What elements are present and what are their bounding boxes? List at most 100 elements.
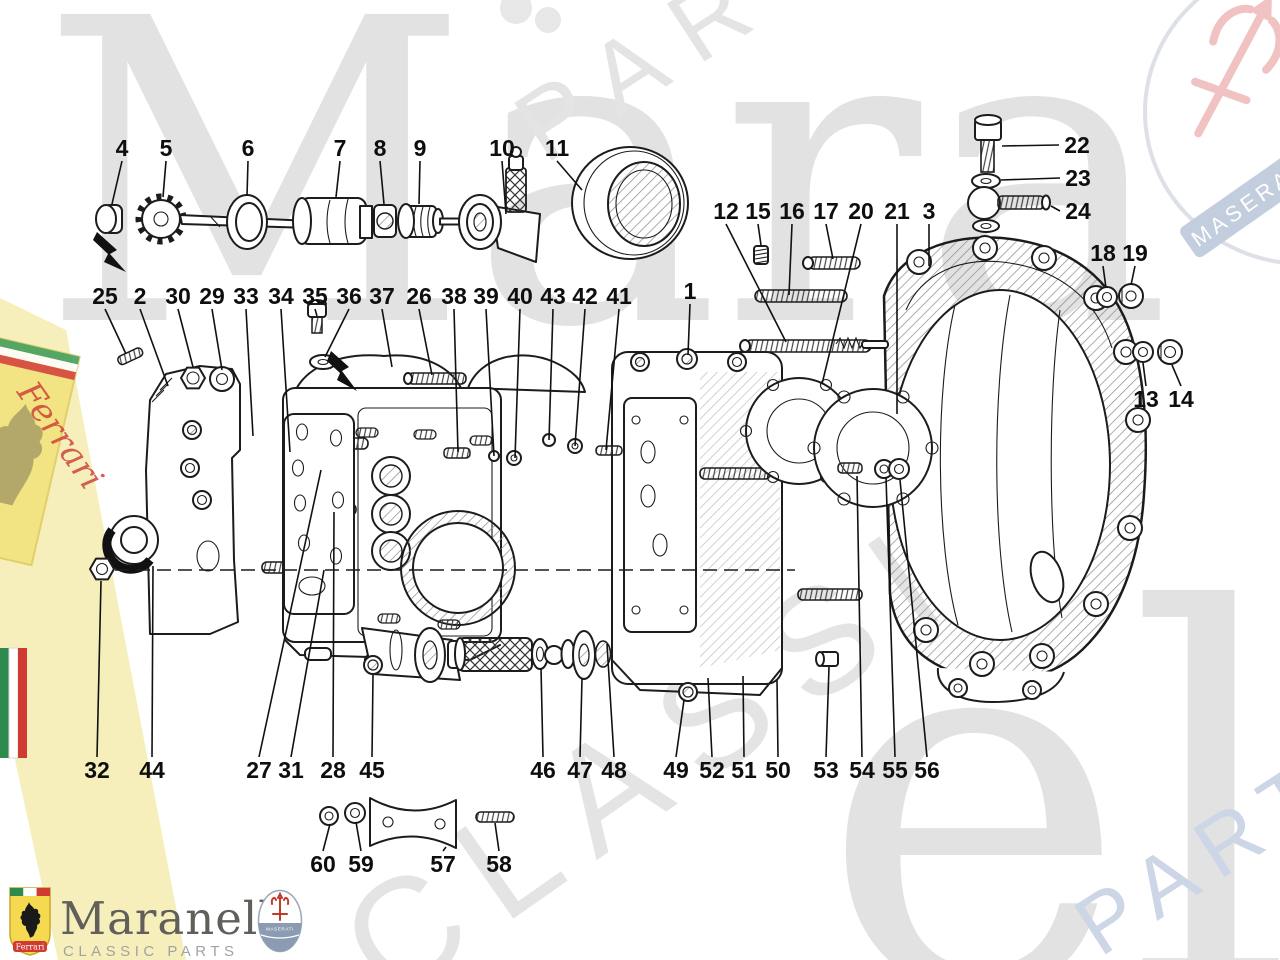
callout-label-5: 5 [160, 135, 173, 161]
callout-label-34: 34 [268, 283, 294, 309]
leader-line-18 [1102, 265, 1107, 289]
callout-label-6: 6 [242, 135, 255, 161]
speedo-drive-assembly [95, 146, 689, 263]
leader-line-45 [371, 674, 374, 758]
leader-line-60 [322, 823, 331, 852]
gasket-plate [283, 413, 355, 615]
callout-label-24: 24 [1065, 198, 1091, 224]
callout-label-40: 40 [507, 283, 533, 309]
leader-line-38 [453, 308, 459, 453]
leader-line-2 [139, 308, 169, 387]
leader-line-8 [379, 160, 385, 205]
leader-line-42 [574, 308, 586, 447]
callout-label-20: 20 [848, 198, 874, 224]
layshaft-assembly [361, 627, 612, 683]
washer-18 [1096, 286, 1118, 308]
callout-label-4: 4 [116, 135, 129, 161]
leader-line-32 [96, 580, 102, 758]
stud-58 [475, 811, 515, 823]
leader-line-13 [1142, 362, 1147, 387]
stud-25 [117, 347, 144, 366]
leader-line-49 [675, 699, 685, 758]
leader-line-20 [821, 223, 862, 385]
nut-19 [1118, 283, 1144, 309]
leader-line-48 [606, 643, 615, 758]
leader-line-1 [687, 303, 691, 356]
leader-line-47 [579, 678, 583, 758]
sleeve-ring-11 [571, 146, 689, 260]
callout-label-45: 45 [359, 757, 385, 783]
callout-label-8: 8 [374, 135, 387, 161]
leader-line-58 [494, 822, 500, 852]
knurled-sleeve-46 [457, 637, 533, 672]
callout-label-11: 11 [545, 135, 570, 161]
callout-label-43: 43 [540, 283, 566, 309]
callout-label-15: 15 [745, 198, 771, 224]
banjo-union-24 [967, 186, 1001, 220]
direction-arrow [93, 232, 126, 272]
leader-line-29 [211, 308, 223, 371]
watermark-letter-fragment [535, 7, 561, 33]
callout-label-2: 2 [134, 283, 147, 309]
callout-label-53: 53 [813, 757, 839, 783]
callout-label-35: 35 [302, 283, 328, 309]
leader-line-10 [501, 160, 507, 215]
callout-label-23: 23 [1065, 165, 1091, 191]
callout-label-55: 55 [882, 757, 908, 783]
leader-line-26 [418, 308, 433, 376]
callout-label-52: 52 [699, 757, 725, 783]
callout-label-26: 26 [406, 283, 432, 309]
callout-label-21: 21 [884, 198, 910, 224]
svg-text:MASERATI: MASERATI [1187, 149, 1280, 251]
right-washers-nuts [1096, 283, 1183, 365]
callout-label-9: 9 [414, 135, 427, 161]
callout-label-17: 17 [813, 198, 839, 224]
leader-line-16 [788, 223, 793, 296]
leader-line-46 [540, 667, 544, 758]
intermediate-casing [611, 348, 863, 696]
callout-label-58: 58 [486, 851, 512, 877]
leader-line-19 [1130, 265, 1136, 286]
footer: Ferrari Maranello CLASSIC PARTS MASERATI [9, 887, 303, 960]
leader-line-23 [1000, 177, 1061, 181]
callout-label-37: 37 [369, 283, 395, 309]
callout-label-48: 48 [601, 757, 627, 783]
leader-line-31 [290, 569, 325, 758]
direction-arrow [327, 351, 357, 391]
leader-line-51 [742, 675, 745, 758]
callout-label-27: 27 [246, 757, 272, 783]
callout-label-56: 56 [914, 757, 940, 783]
leader-line-14 [1171, 364, 1182, 387]
cap-4 [95, 204, 117, 234]
callout-label-41: 41 [606, 283, 632, 309]
leader-line-4 [111, 160, 123, 205]
callout-label-39: 39 [473, 283, 499, 309]
leader-line-52 [707, 677, 713, 758]
leader-line-28 [332, 511, 335, 758]
leader-line-22 [1001, 144, 1060, 147]
callout-label-47: 47 [567, 757, 593, 783]
banjo-bolt-set [967, 114, 1051, 233]
callout-label-31: 31 [278, 757, 304, 783]
callout-label-46: 46 [530, 757, 556, 783]
washer-60 [319, 806, 339, 826]
callout-label-38: 38 [441, 283, 467, 309]
leader-line-11 [556, 160, 583, 191]
bolt-ears [906, 235, 1151, 700]
ferrari-shield-watermark [0, 334, 81, 567]
callout-label-33: 33 [233, 283, 259, 309]
callout-label-30: 30 [165, 283, 191, 309]
watermark-letter-fragment [500, 0, 532, 24]
leader-line-50 [776, 679, 779, 758]
trident-icon [270, 891, 290, 921]
leader-line-43 [548, 308, 554, 441]
washer-59 [344, 802, 366, 824]
callout-label-22: 22 [1064, 132, 1090, 158]
hex-nut-30 [180, 366, 206, 390]
leader-line-39 [485, 308, 495, 457]
callout-label-32: 32 [84, 757, 110, 783]
callout-label-12: 12 [713, 198, 739, 224]
leader-line-37 [381, 308, 393, 368]
ferrari-logo: Ferrari [9, 887, 51, 956]
